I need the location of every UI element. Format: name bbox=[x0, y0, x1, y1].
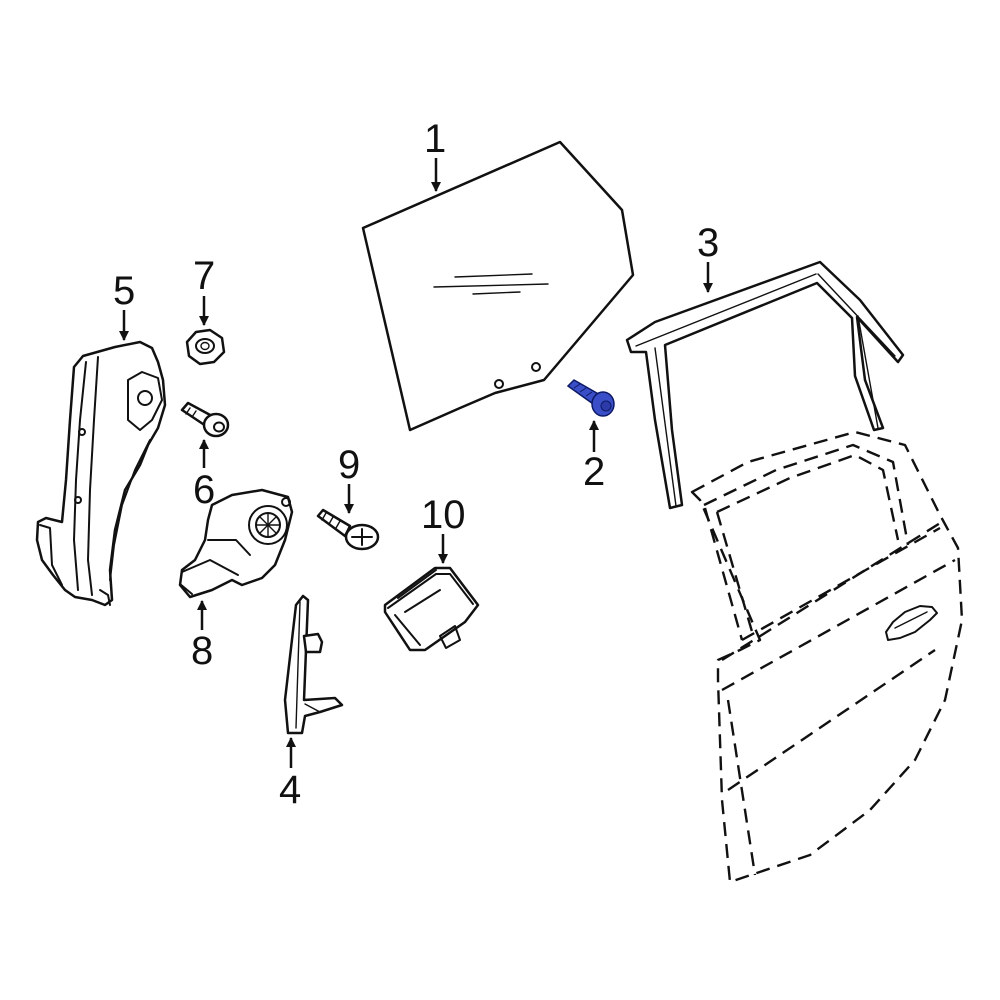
channel-guide-part[interactable] bbox=[283, 594, 344, 735]
callout-5: 5 bbox=[113, 269, 135, 313]
run-channel-part[interactable] bbox=[625, 260, 905, 510]
callout-10: 10 bbox=[421, 493, 466, 537]
door-glass-part[interactable] bbox=[361, 140, 635, 432]
callout-3: 3 bbox=[697, 221, 719, 265]
callout-8: 8 bbox=[191, 629, 213, 673]
control-module-part[interactable] bbox=[383, 566, 480, 652]
callout-4: 4 bbox=[279, 768, 301, 812]
callout-1: 1 bbox=[424, 117, 446, 161]
glass-bolt-part[interactable] bbox=[566, 379, 615, 417]
screw-part[interactable] bbox=[316, 508, 380, 551]
callout-2: 2 bbox=[583, 450, 605, 494]
hex-nut-part[interactable] bbox=[185, 328, 226, 366]
window-motor-part[interactable] bbox=[178, 488, 294, 599]
window-regulator-part[interactable] bbox=[35, 340, 167, 607]
rear-door-outline bbox=[690, 430, 964, 884]
callout-6: 6 bbox=[193, 468, 215, 512]
callout-9: 9 bbox=[338, 443, 360, 487]
callout-7: 7 bbox=[193, 254, 215, 298]
regulator-bolt-part[interactable] bbox=[180, 401, 230, 438]
